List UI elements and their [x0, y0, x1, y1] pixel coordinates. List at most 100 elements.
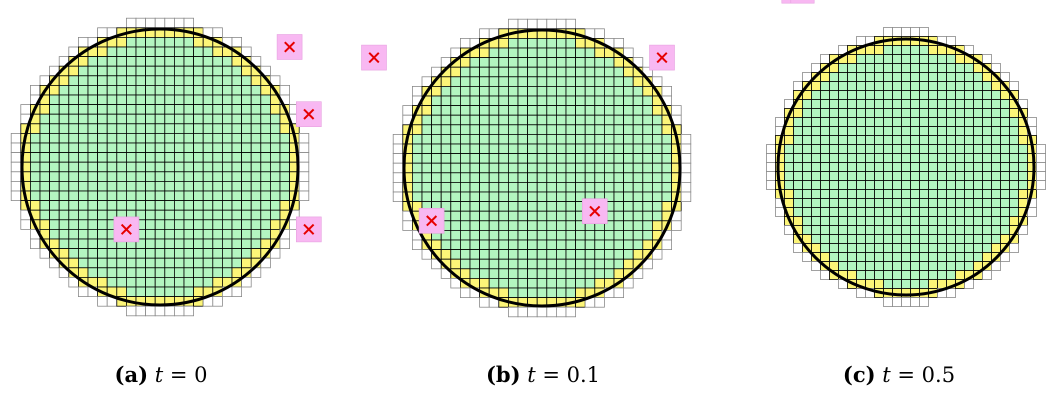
interior-cell [440, 181, 452, 193]
interior-cell [126, 37, 137, 48]
interior-cell [1000, 189, 1010, 199]
interior-cell [412, 172, 423, 183]
interior-cell [632, 143, 644, 155]
interior-cell [603, 258, 615, 270]
outer-cell [231, 286, 243, 298]
interior-cell [555, 86, 567, 97]
interior-cell [964, 252, 974, 262]
interior-cell [212, 219, 223, 230]
interior-cell [202, 228, 214, 240]
interior-cell [250, 180, 262, 192]
interior-cell [856, 54, 866, 64]
interior-cell [536, 191, 548, 203]
interior-cell [106, 257, 118, 269]
boundary-cell [651, 220, 663, 231]
interior-cell [212, 180, 223, 192]
interior-cell [964, 243, 974, 253]
interior-cell [116, 46, 127, 58]
interior-cell [212, 257, 223, 269]
interior-cell [78, 180, 89, 192]
interior-cell [173, 37, 185, 48]
interior-cell [892, 180, 902, 190]
interior-cell [154, 37, 166, 48]
interior-cell [106, 190, 118, 202]
interior-cell [29, 142, 41, 154]
interior-cell [241, 142, 252, 154]
interior-cell [78, 200, 89, 211]
interior-cell [594, 124, 605, 135]
interior-cell [973, 81, 983, 91]
boundary-cell [1018, 189, 1028, 199]
outer-cell [135, 17, 147, 29]
interior-cell [856, 162, 866, 172]
interior-cell [901, 216, 911, 226]
interior-cell [460, 143, 471, 155]
interior-cell [829, 243, 839, 253]
boundary-cell [623, 66, 634, 78]
interior-cell [135, 56, 147, 67]
interior-cell [97, 161, 108, 173]
interior-cell [865, 225, 875, 235]
interior-cell [507, 268, 519, 279]
interior-cell [838, 99, 848, 109]
interior-cell [97, 267, 108, 278]
interior-cell [883, 108, 893, 118]
outer-cell [910, 27, 920, 37]
interior-cell [892, 126, 902, 136]
interior-cell [955, 144, 965, 154]
interior-cell [479, 201, 490, 212]
interior-cell [517, 287, 529, 299]
outer-cell [623, 277, 634, 289]
interior-cell [584, 66, 596, 78]
interior-cell [202, 238, 214, 250]
interior-cell [901, 54, 911, 64]
interior-cell [973, 252, 983, 262]
interior-cell [135, 104, 147, 115]
interior-cell [565, 258, 577, 270]
interior-cell [58, 238, 70, 250]
caption-b-var: t [527, 363, 536, 387]
interior-cell [260, 209, 271, 221]
interior-cell [202, 190, 214, 202]
interior-cell [498, 124, 509, 135]
interior-cell [135, 200, 147, 211]
cross-icon [303, 223, 315, 235]
interior-cell [651, 133, 663, 145]
interior-cell [116, 104, 127, 115]
interior-cell [527, 57, 538, 68]
interior-cell [183, 200, 195, 211]
interior-cell [661, 181, 673, 193]
outer-cell [10, 190, 22, 202]
interior-cell [632, 220, 644, 231]
outer-cell [10, 132, 22, 144]
interior-cell [212, 209, 223, 221]
interior-cell [565, 133, 577, 145]
interior-cell [575, 133, 586, 145]
interior-cell [883, 171, 893, 181]
interior-cell [802, 198, 812, 208]
interior-cell [856, 171, 866, 181]
interior-cell [488, 258, 500, 270]
boundary-cell [440, 76, 452, 87]
interior-cell [507, 201, 519, 212]
interior-cell [546, 258, 557, 270]
interior-cell [811, 135, 821, 145]
interior-cell [450, 162, 461, 174]
outer-cell [613, 38, 625, 49]
interior-cell [164, 37, 175, 48]
interior-cell [575, 162, 586, 174]
outer-cell [565, 306, 577, 318]
interior-cell [450, 105, 461, 116]
interior-cell [555, 153, 567, 164]
interior-cell [173, 152, 185, 163]
interior-cell [856, 180, 866, 190]
panel-b-grid-diagram [361, 18, 692, 318]
interior-cell [613, 95, 625, 107]
interior-cell [901, 279, 911, 289]
interior-cell [87, 85, 99, 96]
interior-cell [1009, 135, 1019, 145]
interior-cell [488, 229, 500, 241]
interior-cell [507, 258, 519, 270]
interior-cell [87, 94, 99, 106]
boundary-cell [412, 124, 423, 135]
